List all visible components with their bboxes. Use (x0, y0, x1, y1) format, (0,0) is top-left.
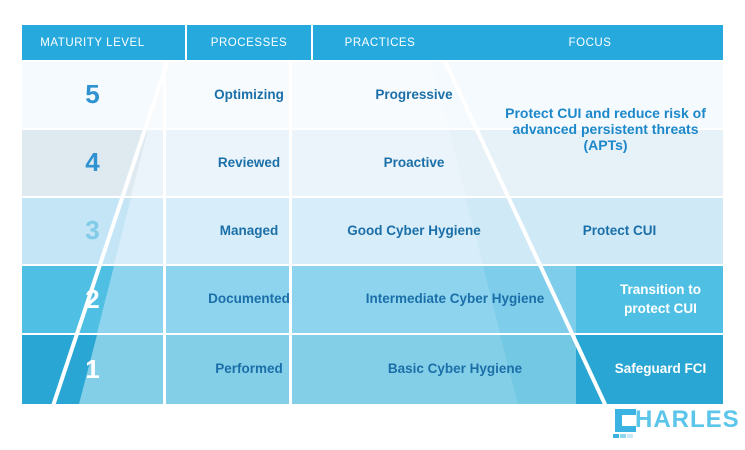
level-value-2: 2 (22, 266, 163, 333)
practice-label-4: Proactive (383, 154, 445, 170)
charles-logo-text: HARLES (635, 406, 740, 433)
focus-value-1: Safeguard FCI (598, 335, 723, 404)
level-value-4: 4 (22, 130, 163, 196)
focus-value-2: Transition to protect CUI (598, 266, 723, 333)
process-value-2: Documented (188, 266, 310, 333)
process-value-4: Reviewed (188, 130, 310, 196)
practice-label-1: Basic Cyber Hygiene (387, 361, 523, 377)
row-separator-header (22, 60, 723, 62)
level-number-1: 1 (85, 353, 100, 384)
practice-value-2: Intermediate Cyber Hygiene (314, 266, 596, 333)
process-value-1: Performed (188, 335, 310, 404)
row-separator-3-2 (22, 264, 723, 266)
focus-label-1: Safeguard FCI (614, 361, 707, 377)
table-row-5: 5 Optimizing Progressive (22, 62, 723, 128)
column-separator-1 (163, 25, 166, 404)
header-separator-1 (185, 25, 187, 60)
level-number-5: 5 (85, 79, 100, 110)
level-value-3: 3 (22, 198, 163, 264)
row-separator-2-1 (22, 333, 723, 335)
charles-logo[interactable]: HARLES (612, 405, 739, 439)
level-number-4: 4 (85, 147, 100, 178)
process-value-5: Optimizing (188, 62, 310, 128)
process-label-4: Reviewed (217, 154, 281, 170)
focus-label-5-4: Protect CUI and reduce risk of advanced … (505, 105, 706, 153)
practice-value-5: Progressive (314, 62, 514, 128)
row-separator-5-4 (22, 128, 723, 130)
level-number-3: 3 (85, 215, 100, 246)
practice-value-4: Proactive (314, 130, 514, 196)
header-maturity-level: MATURITY LEVEL (40, 36, 145, 49)
practice-value-1: Basic Cyber Hygiene (314, 335, 596, 404)
table-row-2: 2 Documented Intermediate Cyber Hygiene … (22, 266, 723, 333)
focus-value-3: Protect CUI (516, 198, 723, 264)
process-label-3: Managed (219, 222, 279, 238)
practice-label-3: Good Cyber Hygiene (347, 222, 481, 238)
table-row-4: 4 Reviewed Proactive (22, 130, 723, 196)
column-separator-2 (289, 25, 292, 404)
process-label-5: Optimizing (214, 86, 284, 102)
row-separator-4-3 (22, 196, 723, 198)
header-focus: FOCUS (568, 36, 612, 49)
charles-monitor-icon (613, 409, 636, 438)
level-number-2: 2 (85, 283, 100, 314)
process-value-3: Managed (188, 198, 310, 264)
header-separator-2 (311, 25, 313, 60)
practice-value-3: Good Cyber Hygiene (314, 198, 514, 264)
process-label-2: Documented (208, 291, 290, 307)
table-row-1: 1 Performed Basic Cyber Hygiene Safeguar… (22, 335, 723, 404)
focus-label-2: Transition to protect CUI (620, 282, 701, 316)
practice-label-5: Progressive (375, 86, 453, 102)
practice-label-2: Intermediate Cyber Hygiene (365, 291, 545, 307)
header-processes: PROCESSES (210, 36, 288, 49)
level-value-5: 5 (22, 62, 163, 128)
table-header: MATURITY LEVEL PROCESSES PRACTICES FOCUS (22, 25, 723, 60)
focus-value-5-4: Protect CUI and reduce risk of advanced … (488, 62, 723, 196)
table-row-3: 3 Managed Good Cyber Hygiene Protect CUI (22, 198, 723, 264)
header-practices: PRACTICES (344, 36, 416, 49)
process-label-1: Performed (215, 361, 283, 377)
focus-label-3: Protect CUI (582, 222, 657, 238)
level-value-1: 1 (22, 335, 163, 404)
